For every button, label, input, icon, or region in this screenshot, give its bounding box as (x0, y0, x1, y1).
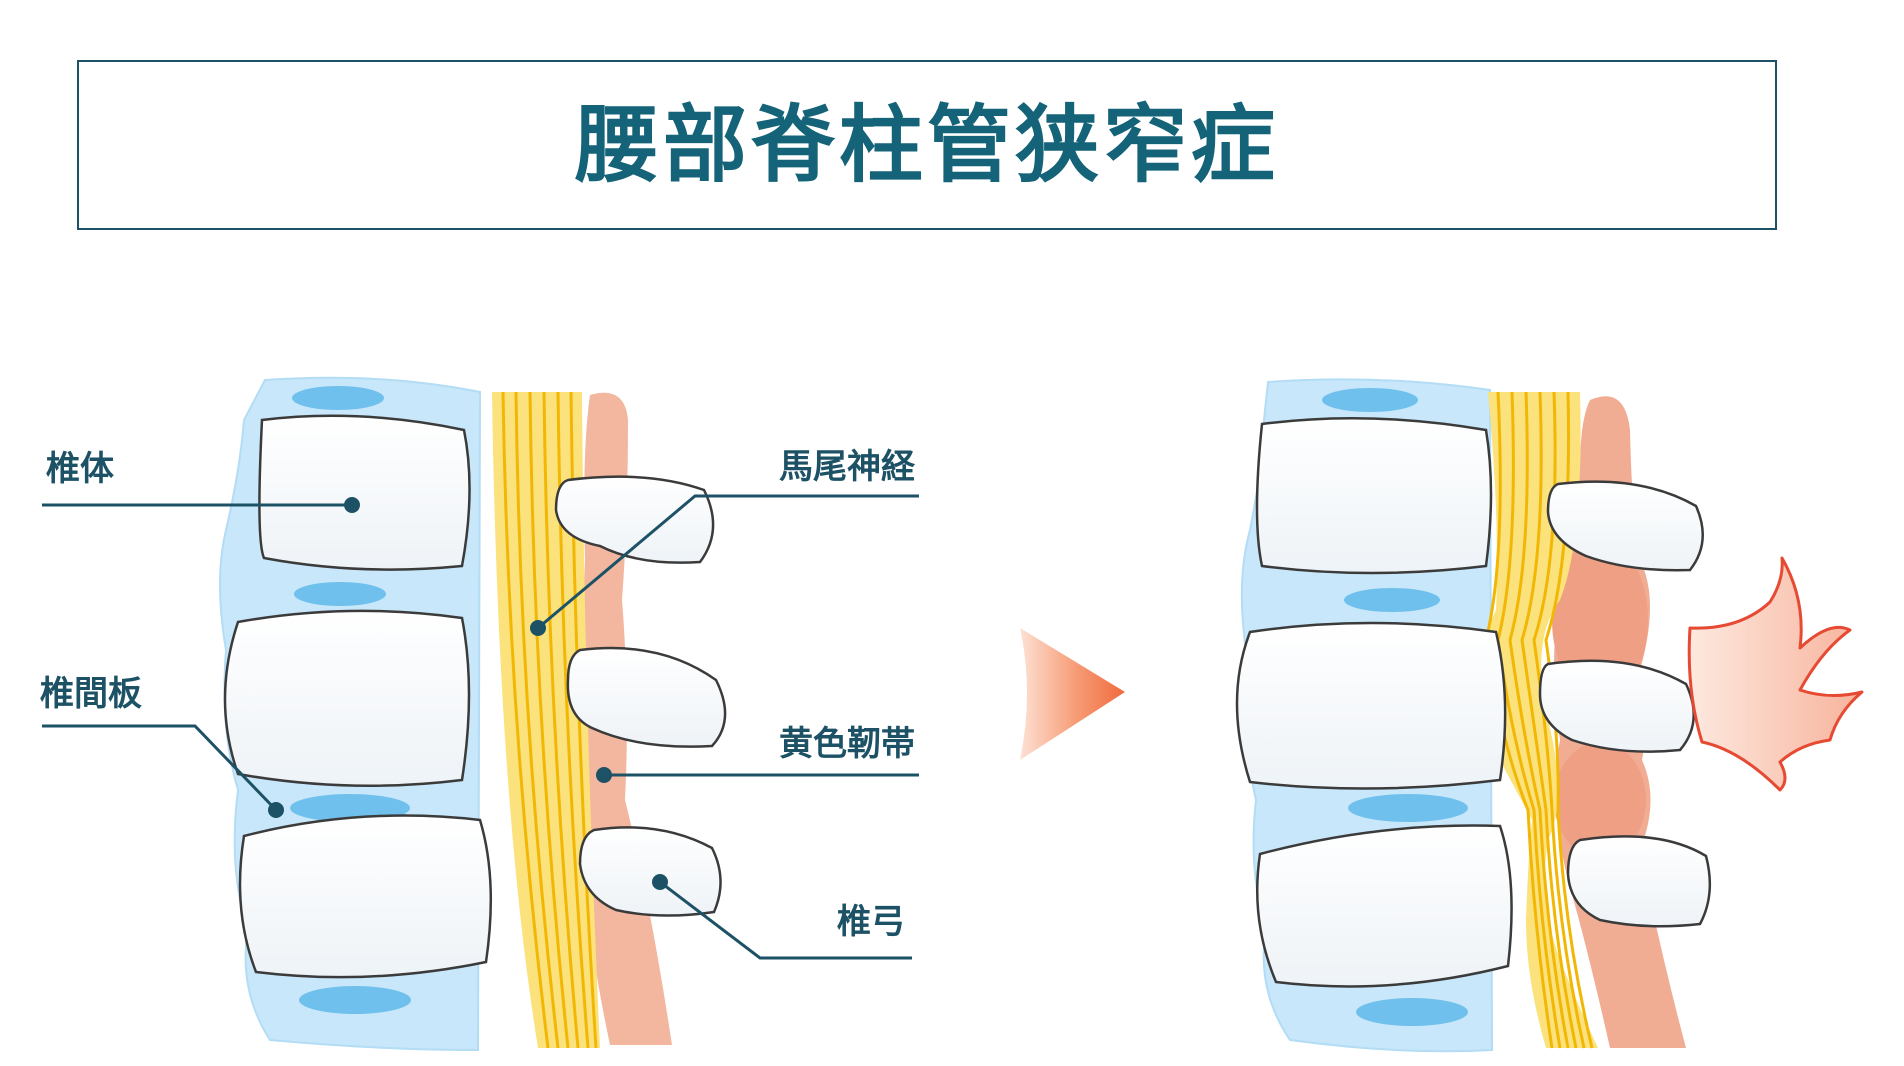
arch-process (554, 475, 715, 564)
label-cauda-equina: 馬尾神経 (779, 447, 916, 487)
label-vertebral-arch: 椎弓 (837, 902, 905, 942)
page-title: 腰部脊柱管狭窄症 (574, 96, 1279, 194)
disc-core (1348, 794, 1468, 822)
vertebral-body (1256, 824, 1513, 988)
vertebral-body (1255, 417, 1493, 575)
disc-core (294, 582, 386, 606)
nerve-bundle (1476, 392, 1598, 1048)
title-box: 腰部脊柱管狭窄症 (77, 60, 1777, 230)
label-vertebral-body: 椎体 (46, 449, 114, 489)
arch-process (1566, 835, 1712, 928)
label-ligamentum-flavum: 黄色靭帯 (779, 724, 915, 764)
vertebral-body (223, 609, 471, 787)
leader-dot (344, 497, 360, 513)
disc-core (1356, 998, 1468, 1026)
leader-dot (268, 802, 284, 818)
vertebral-body (238, 814, 493, 979)
vertebral-body (1235, 621, 1507, 790)
leader-dot (596, 767, 612, 783)
vertebral-body (258, 414, 471, 571)
stenosis-spine (1235, 378, 1864, 1053)
ligament-bulge (1554, 742, 1646, 858)
arch-process (578, 826, 722, 917)
pain-burst-icon (1687, 556, 1864, 792)
leader-dot (652, 874, 668, 890)
disc-core (1344, 588, 1440, 612)
arch-process (1546, 480, 1704, 572)
arch-process (566, 646, 727, 748)
leader-dots (268, 497, 668, 890)
leader-lines (42, 494, 919, 960)
disc-core (1322, 388, 1418, 412)
leader-dot (530, 620, 546, 636)
normal-spine: 椎体 椎間板 馬尾神経 黄色靭帯 椎弓 (40, 376, 919, 1052)
nerve-fibers (1484, 391, 1594, 1049)
label-intervertebral-disc: 椎間板 (40, 674, 142, 714)
disc-core (292, 386, 384, 410)
arch-process (1538, 659, 1695, 753)
right-arrow-icon (1020, 628, 1125, 760)
disc-core (299, 986, 411, 1014)
